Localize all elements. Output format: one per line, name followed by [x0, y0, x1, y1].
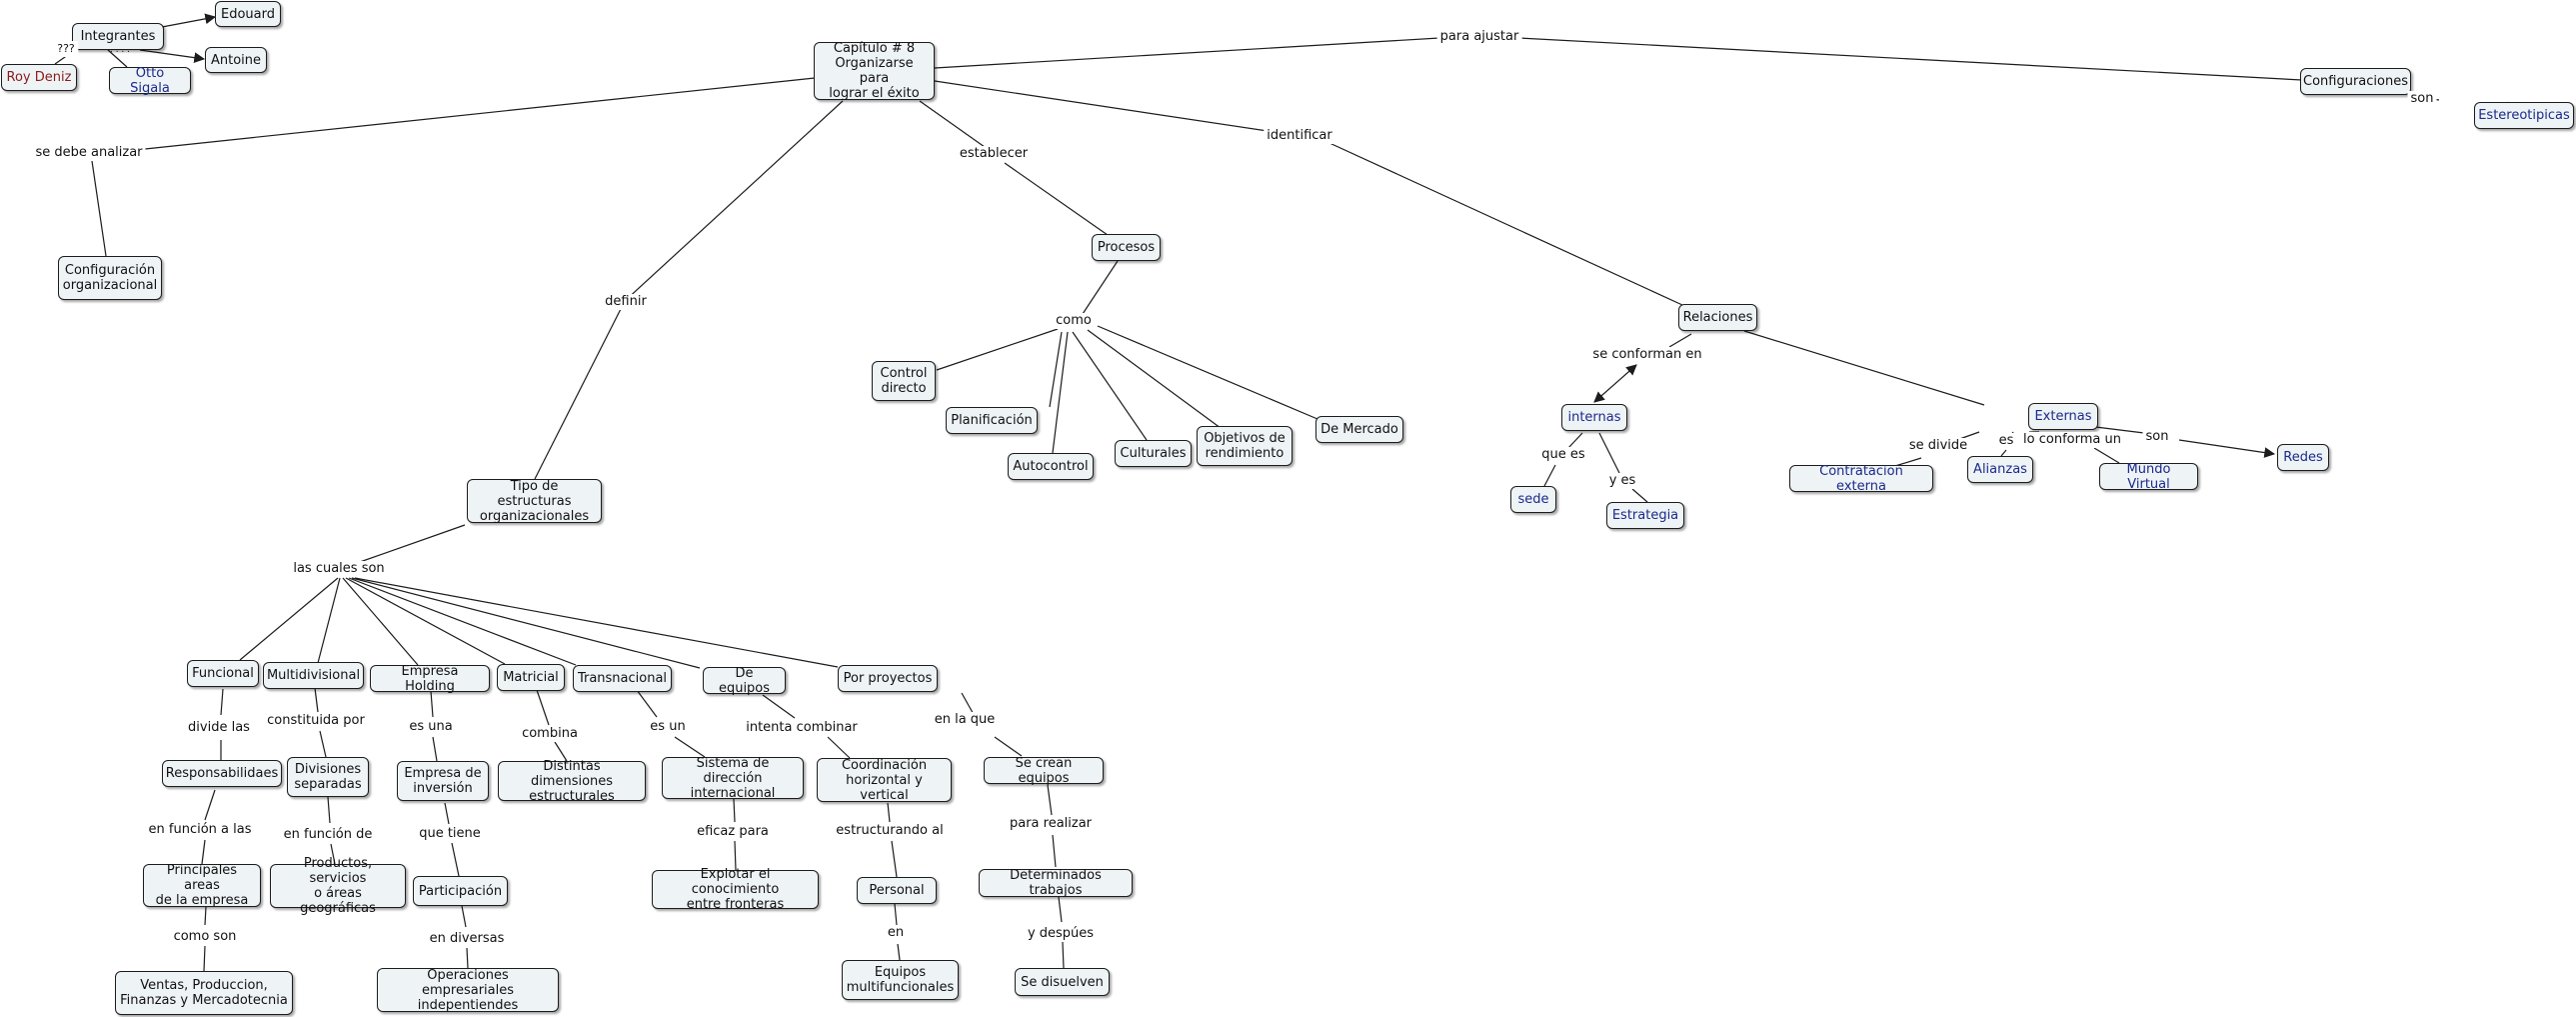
link-label-constituida-por: constituida por	[264, 713, 368, 729]
node-roy-deniz[interactable]: Roy Deniz	[1, 64, 77, 91]
node-configuracion-organizacional[interactable]: Configuración organizacional	[58, 256, 162, 300]
node-internas[interactable]: internas	[1561, 404, 1627, 431]
node-operaciones-empresariales[interactable]: Operaciones empresariales indepentiendes	[377, 968, 559, 1013]
node-alianzas[interactable]: Alianzas	[1967, 456, 2033, 483]
node-se-crean-equipos[interactable]: Se crean equipos	[984, 756, 1104, 786]
node-sede[interactable]: sede	[1510, 486, 1556, 513]
link-label-es: es	[1995, 433, 2017, 449]
node-tipo-estructuras[interactable]: Tipo de estructuras organizacionales	[467, 479, 602, 524]
link-label-se-divide: se divide	[1905, 438, 1971, 454]
node-mundo-virtual[interactable]: Mundo Virtual	[2099, 462, 2198, 492]
link-label-en-la-que: en la que	[931, 712, 999, 728]
node-distintas-dimensiones[interactable]: Distintas dimensiones estructurales	[498, 759, 646, 804]
node-objetivos-rendimiento[interactable]: Objetivos de rendimiento	[1197, 426, 1292, 466]
link-label-eficaz-para: eficaz para	[694, 824, 772, 840]
link-label-estructurando-al: estructurando al	[833, 823, 947, 839]
node-multidivisional[interactable]: Multidivisional	[263, 662, 364, 689]
node-configuraciones[interactable]: Configuraciones	[2300, 68, 2411, 95]
link-label-en-funcion-a-las: en función a las	[145, 822, 255, 838]
link-label-como-son: como son	[170, 929, 240, 945]
node-de-equipos[interactable]: De equipos	[703, 666, 786, 696]
node-otto-sigala[interactable]: Otto Sigala	[109, 66, 191, 96]
link-label-definir: definir	[602, 294, 650, 310]
node-capitulo[interactable]: Capítulo # 8 Organizarse para lograr el …	[814, 41, 935, 101]
node-culturales[interactable]: Culturales	[1115, 440, 1192, 467]
node-transnacional[interactable]: Transnacional	[573, 665, 672, 692]
node-ventas-produccion[interactable]: Ventas, Produccion, Finanzas y Mercadote…	[115, 971, 293, 1015]
node-estrategia[interactable]: Estrategia	[1606, 502, 1684, 529]
link-label-las-cuales-son: las cuales son	[290, 561, 388, 577]
link-label-establecer: establecer	[956, 146, 1032, 162]
node-externas[interactable]: Externas	[2028, 403, 2098, 430]
node-responsabilidades[interactable]: Responsabilidaes	[162, 760, 282, 787]
node-de-mercado[interactable]: De Mercado	[1315, 416, 1403, 443]
node-planificacion[interactable]: Planificación	[946, 407, 1038, 434]
node-edouard[interactable]: Edouard	[215, 1, 281, 27]
link-label-en: en	[884, 925, 908, 941]
link-label-es-una: es una	[406, 719, 456, 735]
link-label-son-estereotipicas: son	[2407, 91, 2437, 107]
link-label-en-diversas: en diversas	[426, 931, 508, 947]
link-label-para-realizar: para realizar	[1006, 816, 1096, 832]
link-label-qqq: ???	[54, 41, 78, 57]
node-principales-areas[interactable]: Principales areas de la empresa	[143, 863, 261, 908]
node-coordinacion[interactable]: Coordinación horizontal y vertical	[817, 758, 952, 803]
link-label-es-un: es un	[647, 719, 689, 735]
node-sistema-direccion[interactable]: Sistema de dirección internacional	[662, 756, 804, 801]
node-empresa-holding[interactable]: Empresa Holding	[370, 664, 490, 694]
node-control-directo[interactable]: Control directo	[872, 361, 936, 401]
node-equipos-multifuncionales[interactable]: Equipos multifuncionales	[842, 960, 959, 1000]
node-personal[interactable]: Personal	[857, 877, 937, 904]
node-autocontrol[interactable]: Autocontrol	[1008, 453, 1094, 480]
link-label-y-despues: y despúes	[1024, 926, 1098, 942]
node-divisiones-separadas[interactable]: Divisiones separadas	[287, 757, 369, 797]
link-label-divide-las: divide las	[185, 720, 253, 736]
node-empresa-inversion[interactable]: Empresa de inversión	[397, 761, 489, 801]
node-productos-servicios[interactable]: Productos, servicios o áreas geográficas	[270, 856, 406, 916]
link-label-se-debe-analizar: se debe analizar	[32, 145, 146, 161]
node-matricial[interactable]: Matricial	[497, 664, 565, 691]
link-label-identificar: identificar	[1264, 128, 1335, 144]
link-label-como: como	[1053, 313, 1095, 329]
node-redes[interactable]: Redes	[2277, 444, 2329, 471]
node-por-proyectos[interactable]: Por proyectos	[838, 665, 938, 692]
link-label-se-conforman: se conforman en	[1589, 347, 1705, 363]
link-label-intenta-combinar: intenta combinar	[743, 720, 861, 736]
node-funcional[interactable]: Funcional	[187, 660, 259, 687]
node-contratacion-externa[interactable]: Contratacion externa	[1789, 464, 1933, 494]
node-se-disuelven[interactable]: Se disuelven	[1015, 968, 1110, 996]
node-antoine[interactable]: Antoine	[205, 47, 267, 73]
link-label-y-es: y es	[1605, 473, 1639, 489]
node-estereotipicas[interactable]: Estereotipicas	[2474, 102, 2574, 129]
link-label-para-ajustar: para ajustar	[1436, 29, 1522, 45]
link-label-son-redes: son	[2142, 429, 2172, 445]
node-explotar-conocimiento[interactable]: Explotar el conocimiento entre fronteras	[652, 867, 819, 912]
link-label-dots: . . . .	[109, 45, 131, 55]
link-label-combina: combina	[519, 726, 581, 742]
node-integrantes[interactable]: Integrantes	[72, 23, 164, 50]
node-determinados-trabajos[interactable]: Determinados trabajos	[979, 868, 1133, 898]
node-participacion[interactable]: Participación	[413, 876, 508, 906]
link-label-en-funcion-de: en función de	[280, 827, 376, 843]
node-relaciones[interactable]: Relaciones	[1678, 304, 1757, 331]
node-procesos[interactable]: Procesos	[1092, 234, 1161, 261]
link-label-que-tiene: que tiene	[416, 826, 484, 842]
link-label-lo-conforma: lo conforma un	[2020, 432, 2124, 448]
link-label-que-es: que es	[1538, 447, 1588, 463]
